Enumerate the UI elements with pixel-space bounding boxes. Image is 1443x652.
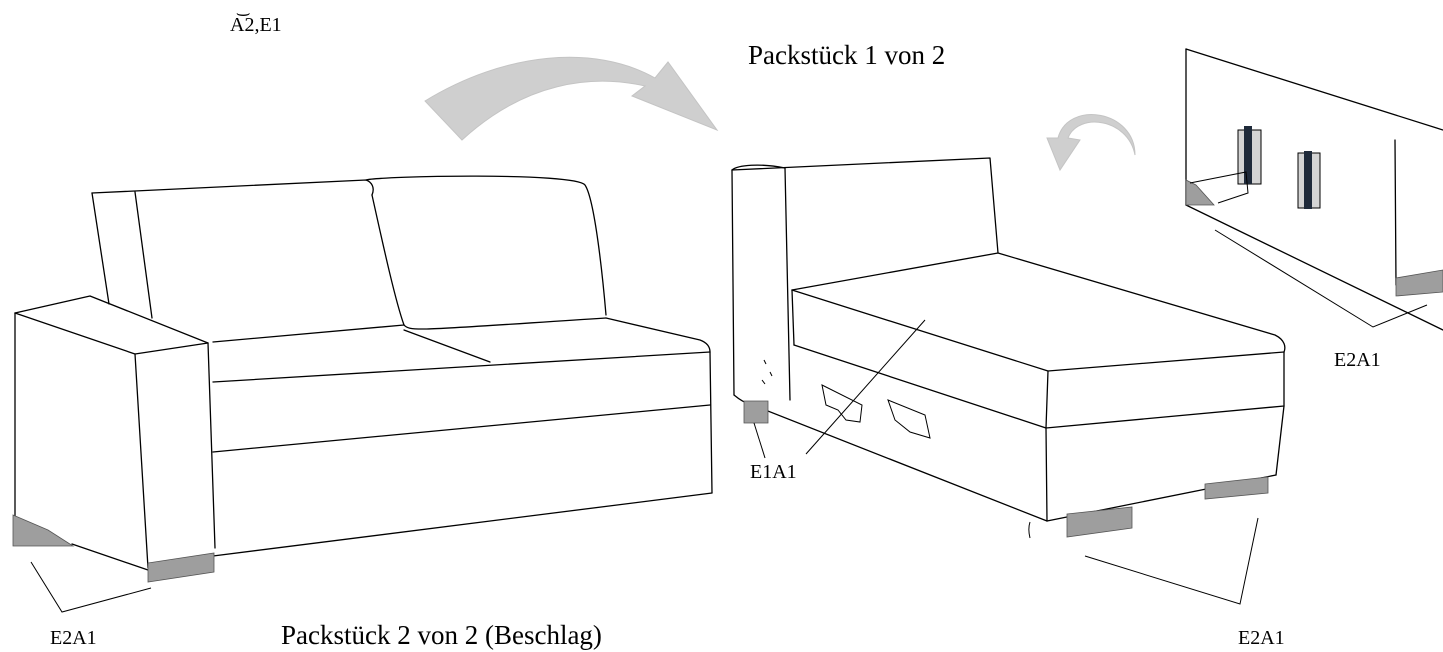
center-foot-back xyxy=(743,400,769,424)
label-left-foot: E2A1 xyxy=(50,627,97,649)
label-center-foot: E1A1 xyxy=(750,461,797,483)
left-sofa-foot-side xyxy=(147,552,215,583)
center-bracket-left xyxy=(821,384,863,423)
detail-view xyxy=(1185,48,1443,331)
reference-code: A͝2,E1 xyxy=(230,14,282,36)
curved-arrow-icon xyxy=(424,56,719,141)
left-sofa-foot-front xyxy=(12,514,75,547)
label-detail-foot: E2A1 xyxy=(1334,349,1381,371)
center-bracket-right xyxy=(887,399,931,439)
rotate-arrow-icon xyxy=(1046,114,1136,172)
label-right-foot: E2A1 xyxy=(1238,627,1285,649)
package-2-title: Packstück 2 von 2 (Beschlag) xyxy=(281,620,602,650)
center-foot-front xyxy=(1066,506,1133,538)
center-chaise xyxy=(731,157,1286,605)
left-sofa xyxy=(12,175,713,613)
center-foot-right xyxy=(1204,476,1269,500)
package-1-title: Packstück 1 von 2 xyxy=(748,40,946,70)
